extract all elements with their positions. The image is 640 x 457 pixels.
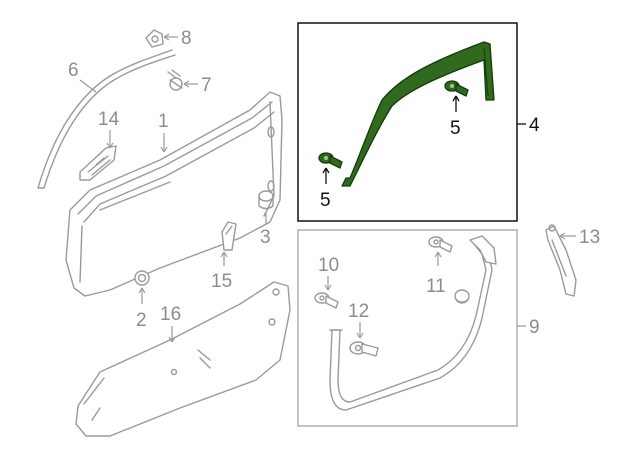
- callout-13: 13: [559, 227, 600, 248]
- callout-4: 4: [517, 115, 540, 136]
- part-14-handle-bracket[interactable]: [79, 145, 117, 181]
- part-15-plate[interactable]: [221, 221, 237, 251]
- part-9-weatherstrip[interactable]: [329, 235, 497, 411]
- svg-text:11: 11: [426, 276, 446, 297]
- part-12-clip[interactable]: [349, 341, 379, 357]
- part-2-grommet[interactable]: [134, 270, 150, 286]
- callout-5-right: 5: [450, 95, 461, 139]
- inset-frame-lower: [297, 229, 518, 427]
- part-8-clip[interactable]: [145, 29, 164, 48]
- callout-3: 3: [260, 212, 271, 248]
- callout-6: 6: [68, 60, 97, 93]
- callout-15: 15: [211, 251, 232, 292]
- callout-2: 2: [136, 287, 147, 331]
- part-5-clip-right[interactable]: [444, 80, 469, 97]
- svg-text:12: 12: [348, 301, 369, 322]
- svg-text:4: 4: [529, 115, 540, 136]
- callout-12: 12: [348, 301, 369, 339]
- svg-text:10: 10: [318, 255, 339, 276]
- callout-9: 9: [517, 317, 540, 338]
- svg-text:6: 6: [68, 60, 79, 81]
- callout-5-left: 5: [320, 167, 331, 211]
- part-6-belt-molding[interactable]: [37, 49, 176, 189]
- svg-text:15: 15: [211, 271, 232, 292]
- callout-14: 14: [98, 109, 120, 149]
- part-11-clip[interactable]: [428, 236, 453, 253]
- callout-11: 11: [426, 251, 446, 297]
- callout-8: 8: [163, 28, 192, 49]
- part-5-clip-left[interactable]: [318, 152, 343, 169]
- svg-text:5: 5: [320, 190, 331, 211]
- callout-7: 7: [183, 75, 212, 96]
- svg-text:7: 7: [201, 75, 212, 96]
- svg-text:9: 9: [529, 317, 540, 338]
- svg-text:16: 16: [160, 304, 181, 325]
- part-4-weatherstrip-highlighted[interactable]: [341, 41, 495, 187]
- callout-1: 1: [158, 111, 169, 153]
- part-3-bumper[interactable]: [258, 190, 274, 210]
- svg-text:3: 3: [260, 227, 271, 248]
- part-16-water-shield[interactable]: [75, 281, 291, 437]
- svg-text:5: 5: [450, 118, 461, 139]
- svg-text:8: 8: [181, 28, 192, 49]
- svg-text:2: 2: [136, 310, 147, 331]
- part-10-clip[interactable]: [314, 292, 339, 309]
- svg-text:14: 14: [98, 109, 120, 130]
- part-13-trim-cover[interactable]: [545, 224, 577, 297]
- svg-text:13: 13: [579, 227, 600, 248]
- callout-16: 16: [160, 304, 181, 343]
- svg-text:1: 1: [158, 111, 169, 132]
- part-1-door-shell[interactable]: [65, 91, 283, 297]
- part-7-screw[interactable]: [167, 69, 183, 91]
- callout-10: 10: [318, 255, 339, 291]
- part-grommet-lower-inset[interactable]: [454, 289, 470, 304]
